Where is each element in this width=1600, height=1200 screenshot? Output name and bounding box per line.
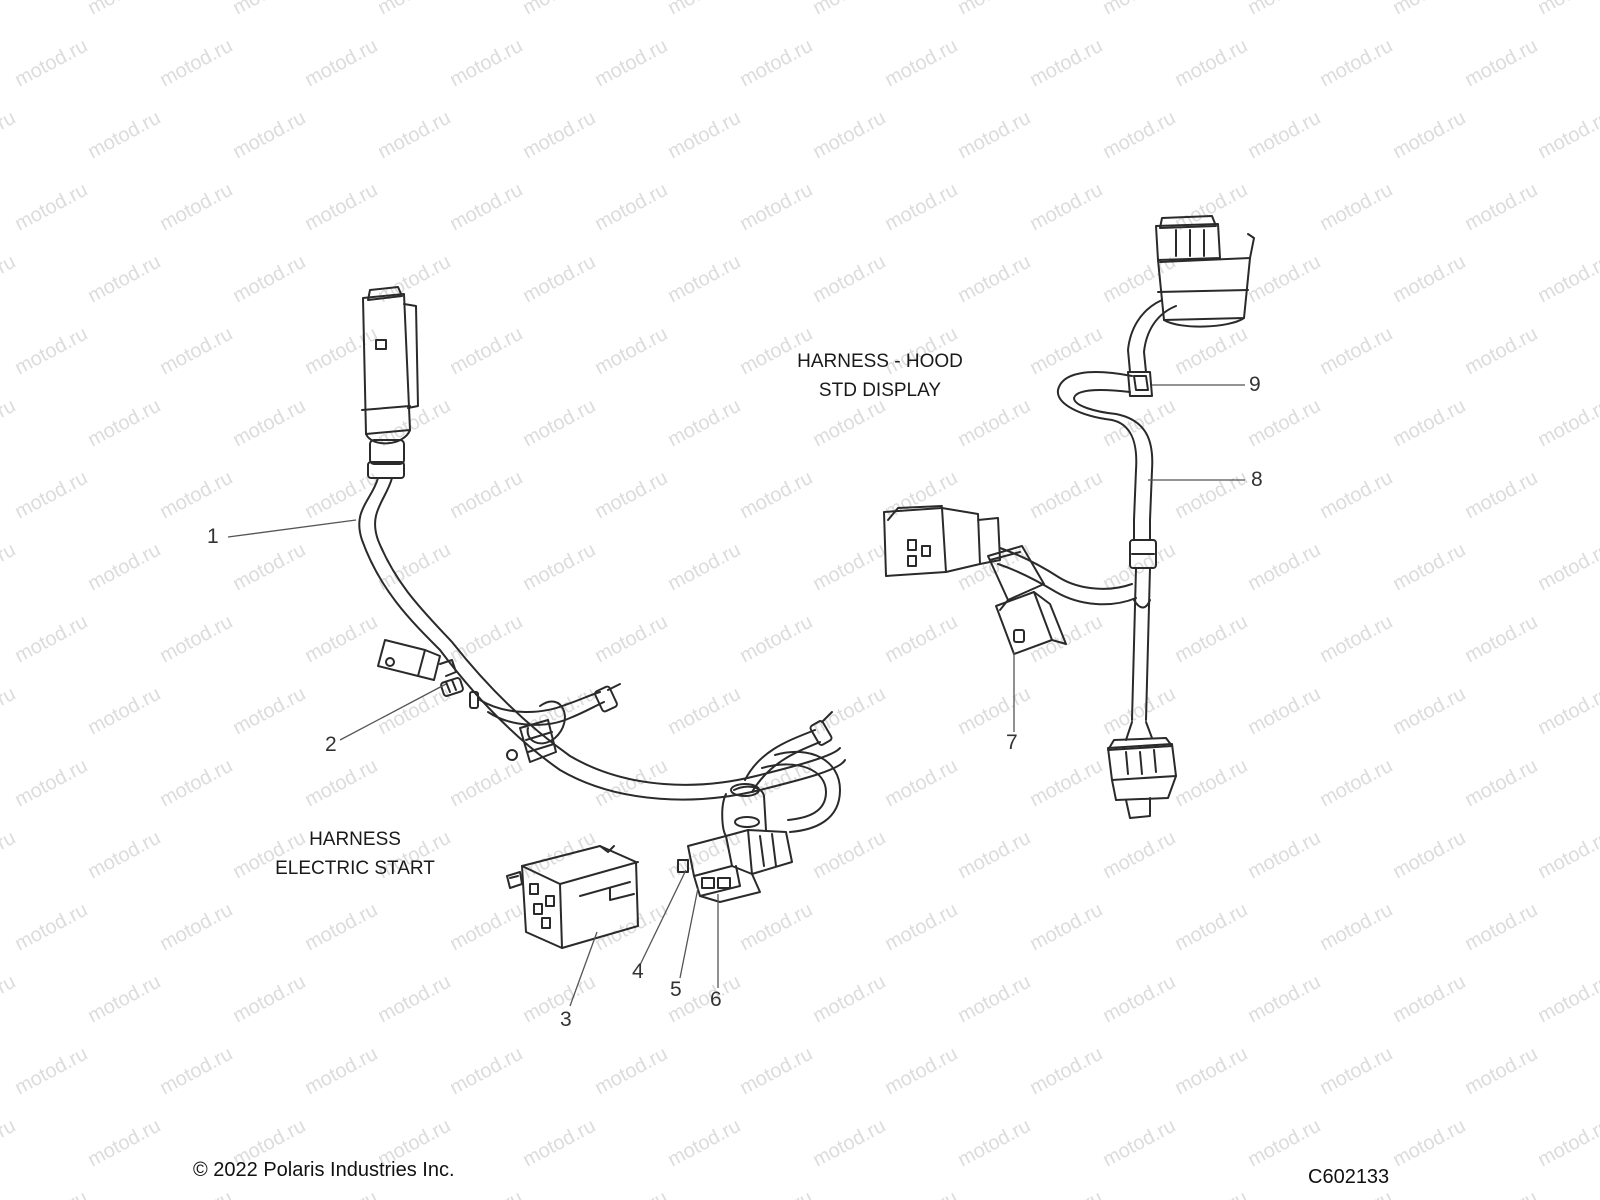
copyright-text: © 2022 Polaris Industries Inc. — [193, 1159, 455, 1181]
angled-connector — [987, 545, 1067, 655]
electric-start-label: HARNESS ELECTRIC START — [255, 825, 455, 883]
hood-harness-title: HARNESS - HOOD — [797, 351, 963, 372]
callout-3: 3 — [560, 1008, 572, 1031]
leader-5 — [679, 887, 699, 979]
bottom-connector — [1107, 721, 1177, 819]
electric-start-title: HARNESS — [309, 829, 401, 850]
display-connector — [1155, 215, 1255, 328]
leader-lines — [227, 384, 1245, 1007]
callout-2: 2 — [325, 733, 337, 756]
callout-4: 4 — [632, 960, 644, 983]
callout-5: 5 — [670, 978, 682, 1001]
leader-3 — [569, 931, 598, 1007]
hood-harness — [883, 215, 1255, 819]
drawing-id: C602133 — [1308, 1166, 1390, 1188]
left-connector — [883, 505, 1001, 577]
callout-8: 8 — [1251, 468, 1263, 491]
hood-harness-subtitle: STD DISPLAY — [818, 380, 942, 401]
callout-7: 7 — [1006, 731, 1018, 754]
relay — [506, 845, 639, 949]
callout-9: 9 — [1249, 373, 1261, 396]
callout-1: 1 — [207, 525, 219, 548]
leader-2 — [339, 683, 447, 741]
callout-6: 6 — [710, 988, 722, 1011]
top-connector — [361, 286, 419, 479]
hood-harness-label: HARNESS - HOOD STD DISPLAY — [780, 347, 980, 405]
electric-start-harness — [358, 286, 846, 949]
electric-start-subtitle: ELECTRIC START — [275, 858, 435, 879]
fuse-holder — [677, 783, 793, 903]
leader-1 — [227, 519, 357, 538]
grommet — [506, 719, 557, 763]
leader-4 — [639, 869, 687, 966]
side-connector — [377, 639, 479, 709]
